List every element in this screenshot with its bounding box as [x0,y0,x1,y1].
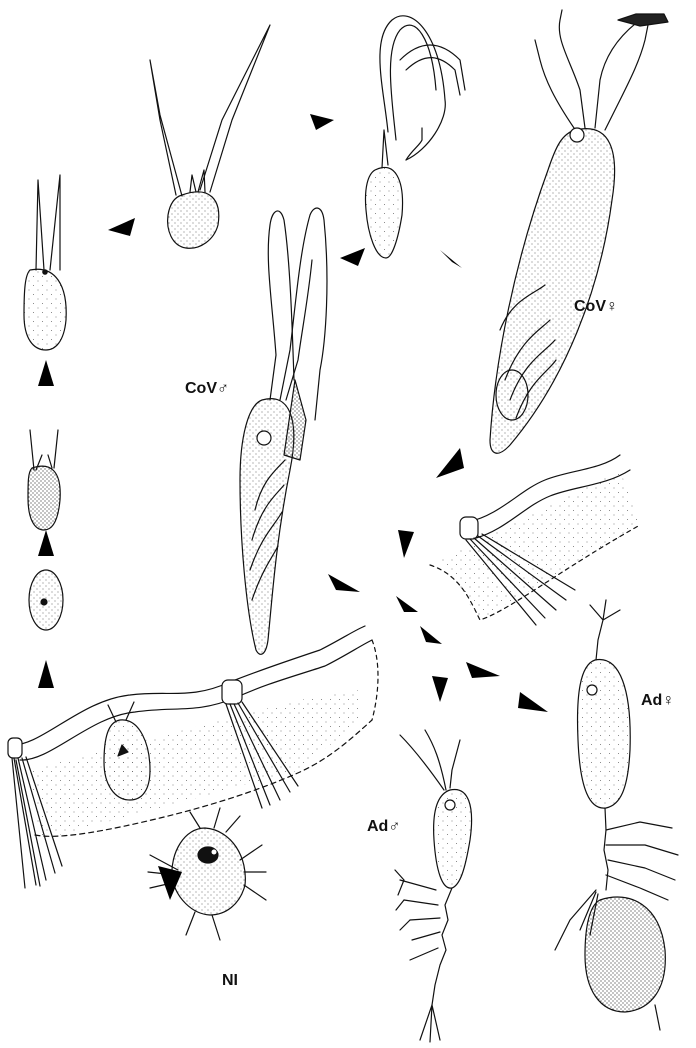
host-filament-upper [430,455,640,625]
label-nauplius: NI [222,972,238,990]
arrow-head [328,574,360,592]
arrow-head [432,676,448,702]
adult-female [555,600,678,1030]
label-cov-male: CoV♂ [185,380,229,398]
cyst-horned [24,175,66,350]
arrow-head [436,448,464,478]
label-cov-female: CoV♀ [574,298,618,316]
cov-female [490,10,668,453]
arrow-head [108,218,135,236]
cov-male [240,208,327,654]
cyst-round [28,430,60,530]
label-adult-female: Ad♀ [641,692,674,710]
arrow-head [310,114,334,130]
arrow-head [38,530,54,556]
adult-male [395,730,472,1042]
arrow-head [38,360,54,386]
horned-stage-2 [365,16,465,258]
arrow-head [466,662,500,678]
attached-larva [104,702,150,800]
arrow-head [518,692,548,712]
horned-stage-1 [150,25,270,248]
arrow-head [396,596,418,612]
arrow-head [440,250,462,268]
arrow-head [398,530,414,558]
arrow-head [420,626,442,644]
arrow-head [340,248,365,266]
cyst-early [29,570,63,630]
label-adult-male: Ad♂ [367,818,400,836]
arrow-head [38,660,54,688]
